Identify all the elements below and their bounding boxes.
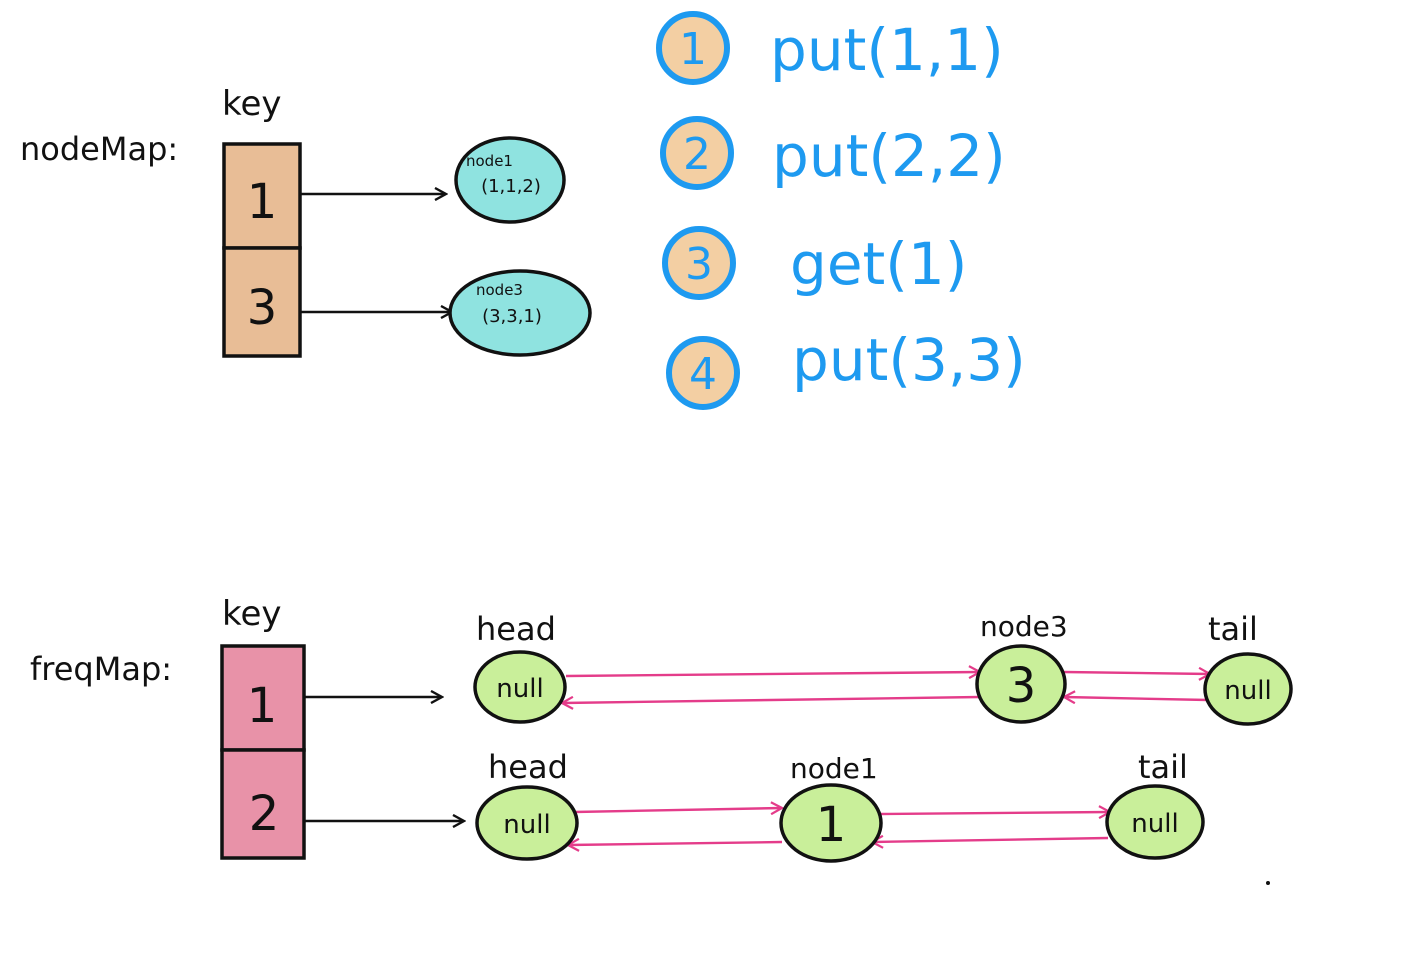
operation-step-3: 3 get(1) xyxy=(662,226,967,300)
list-2-link-tail-to-node xyxy=(872,838,1109,842)
freq-list-1: head node3 tail null 3 null xyxy=(473,610,1293,726)
list-1-tail-label: tail xyxy=(1208,610,1258,648)
step-text-1: put(1,1) xyxy=(770,16,1004,84)
list-1-middle-node xyxy=(975,644,1067,724)
step-number-2: 2 xyxy=(683,129,711,180)
list-1-head-node xyxy=(473,650,567,724)
node-map-node-2-value: (3,3,1) xyxy=(482,306,542,327)
list-2-link-head-to-node xyxy=(573,808,782,812)
step-badge-4 xyxy=(666,336,740,410)
list-2-link-node-to-tail xyxy=(879,812,1110,814)
list-2-middle-value: 1 xyxy=(816,797,847,853)
list-1-link-tail-to-node xyxy=(1064,697,1209,700)
list-2-head-node xyxy=(475,785,579,861)
step-text-2: put(2,2) xyxy=(772,122,1006,190)
node-map-node-2-name: node3 xyxy=(476,281,523,299)
freq-map-cell-2 xyxy=(220,748,306,860)
step-badge-1 xyxy=(656,11,730,85)
node-map-key-header: key xyxy=(222,84,282,124)
node-map-node-1-name: node1 xyxy=(466,152,513,170)
list-2-link-node-to-head xyxy=(568,842,783,845)
node-map-key-2: 3 xyxy=(247,280,278,336)
node-map-label: nodeMap: xyxy=(20,130,178,168)
list-1-node-label: node3 xyxy=(980,610,1068,643)
freq-map-key-header: key xyxy=(222,594,282,634)
list-1-head-label: head xyxy=(476,610,556,648)
node-map-node-2 xyxy=(448,269,592,357)
freq-map-label: freqMap: xyxy=(30,650,172,688)
node-map-node-1-value: (1,1,2) xyxy=(481,176,541,197)
list-2-head-value: null xyxy=(503,810,550,840)
step-number-4: 4 xyxy=(689,349,717,400)
step-text-3: get(1) xyxy=(790,230,967,298)
operation-step-2: 2 put(2,2) xyxy=(660,116,1006,190)
list-1-tail-value: null xyxy=(1224,676,1271,706)
list-2-middle-node xyxy=(779,783,883,863)
stray-dot xyxy=(1266,881,1270,885)
node-map-cell-2 xyxy=(222,246,302,358)
list-1-head-value: null xyxy=(496,674,543,704)
list-2-head-label: head xyxy=(488,748,568,786)
step-text-4: put(3,3) xyxy=(792,326,1026,394)
list-2-tail-value: null xyxy=(1131,809,1178,839)
list-1-link-head-to-node xyxy=(565,672,980,676)
node-map-node-1 xyxy=(454,136,566,224)
operation-step-4: 4 put(3,3) xyxy=(666,326,1026,410)
step-badge-2 xyxy=(660,116,734,190)
list-1-tail-node xyxy=(1203,652,1293,726)
list-2-tail-label: tail xyxy=(1138,748,1188,786)
list-2-node-label: node1 xyxy=(790,752,878,785)
list-1-link-node-to-tail xyxy=(1063,672,1210,674)
freq-map-key-2: 2 xyxy=(249,786,280,842)
list-1-link-node-to-head xyxy=(562,695,981,703)
freq-map-cell-1 xyxy=(220,644,306,752)
step-number-1: 1 xyxy=(679,24,707,75)
list-2-tail-node xyxy=(1105,784,1205,860)
step-badge-3 xyxy=(662,226,736,300)
operation-step-1: 1 put(1,1) xyxy=(656,11,1004,85)
step-number-3: 3 xyxy=(685,239,713,290)
list-1-middle-value: 3 xyxy=(1006,658,1037,714)
freq-map-key-1: 1 xyxy=(247,678,278,734)
node-map-key-1: 1 xyxy=(247,174,278,230)
freq-list-2: head node1 tail null 1 null xyxy=(475,748,1205,863)
